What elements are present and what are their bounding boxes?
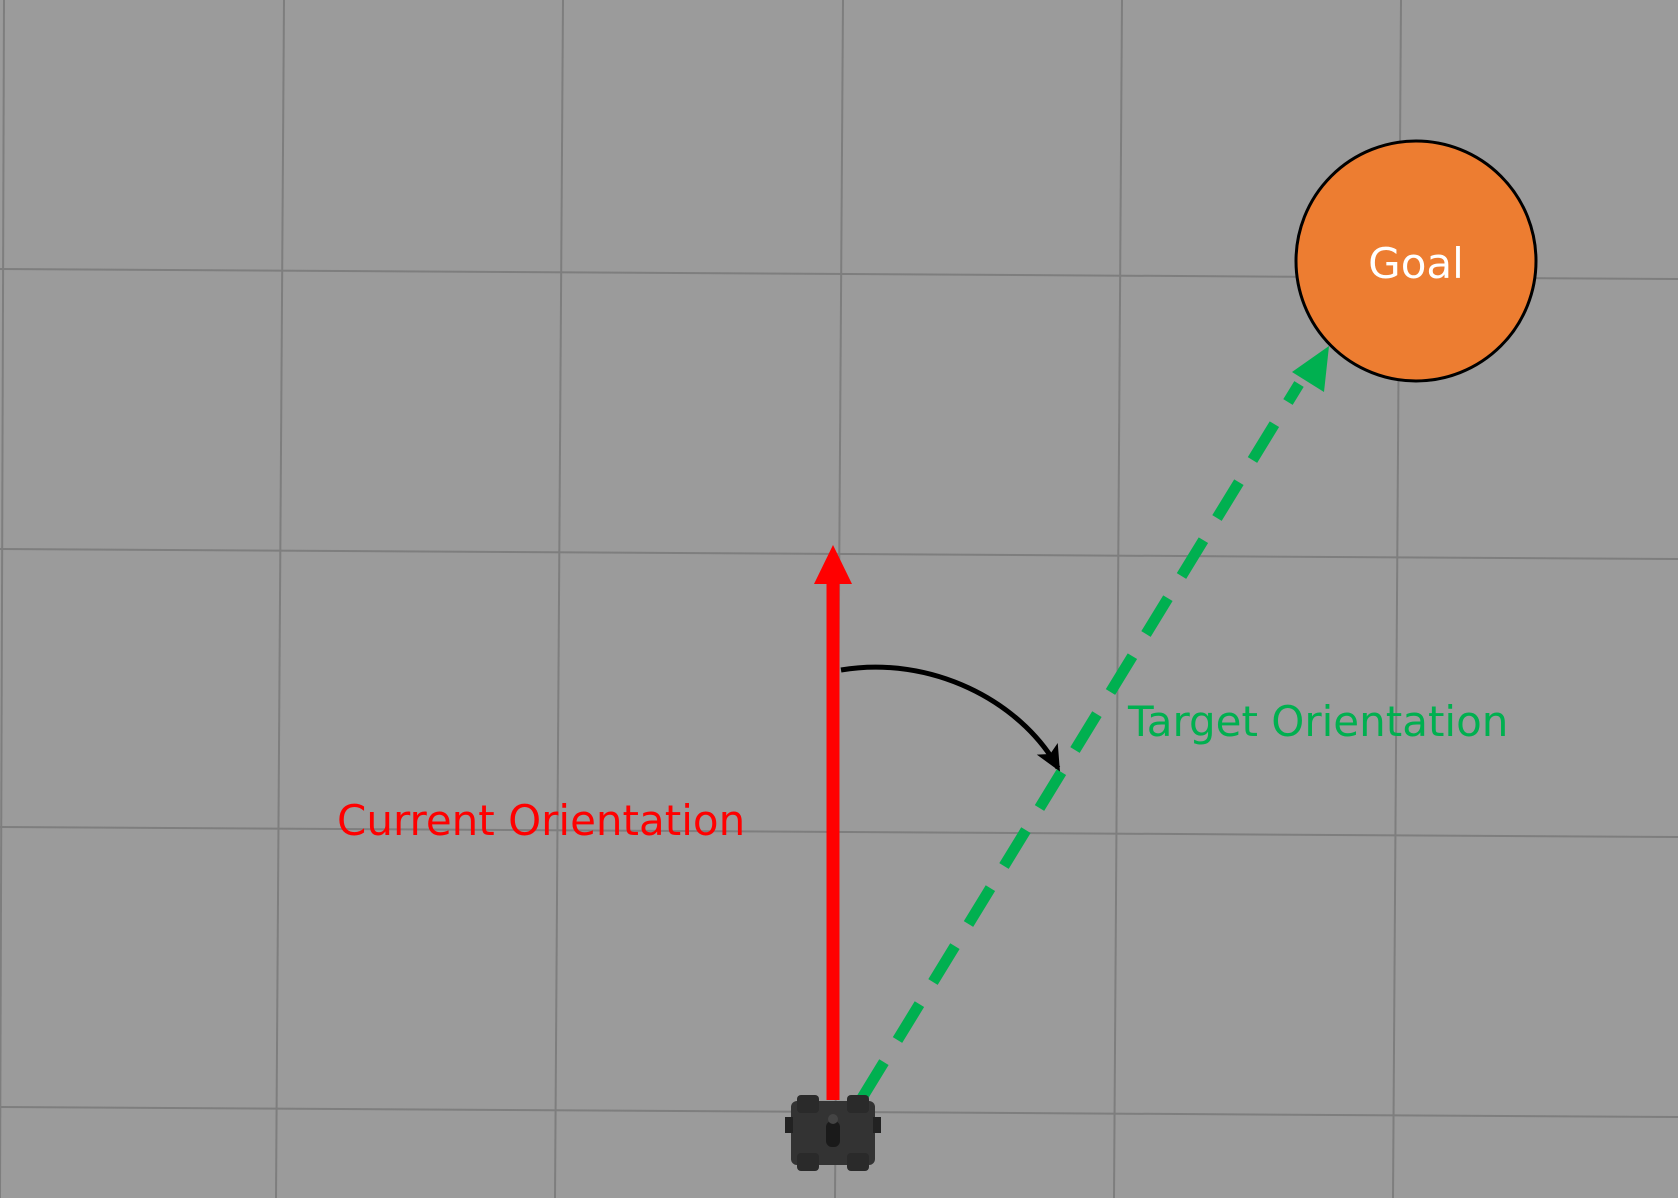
target-orientation-line: [857, 381, 1304, 1101]
current-orientation-arrowhead: [814, 545, 852, 584]
orientation-angle-arc: [840, 664, 1061, 772]
robot-topview-icon: [785, 1095, 881, 1171]
current-orientation-label: Current Orientation: [337, 796, 745, 845]
current-orientation-arrow: [814, 545, 852, 1100]
grid-line-vertical: [0, 0, 5, 1198]
target-orientation-arrowhead: [1292, 346, 1329, 392]
grid-line-horizontal: [0, 548, 1678, 560]
goal-marker: Goal: [1294, 139, 1538, 383]
goal-label: Goal: [1368, 239, 1464, 288]
target-orientation-arrow: [857, 346, 1329, 1101]
grid-line-vertical: [1113, 0, 1123, 1198]
grid-line-vertical: [275, 0, 285, 1198]
goal-circle: [1294, 139, 1538, 383]
target-orientation-label: Target Orientation: [1127, 697, 1508, 746]
grid-line-vertical: [554, 0, 564, 1198]
